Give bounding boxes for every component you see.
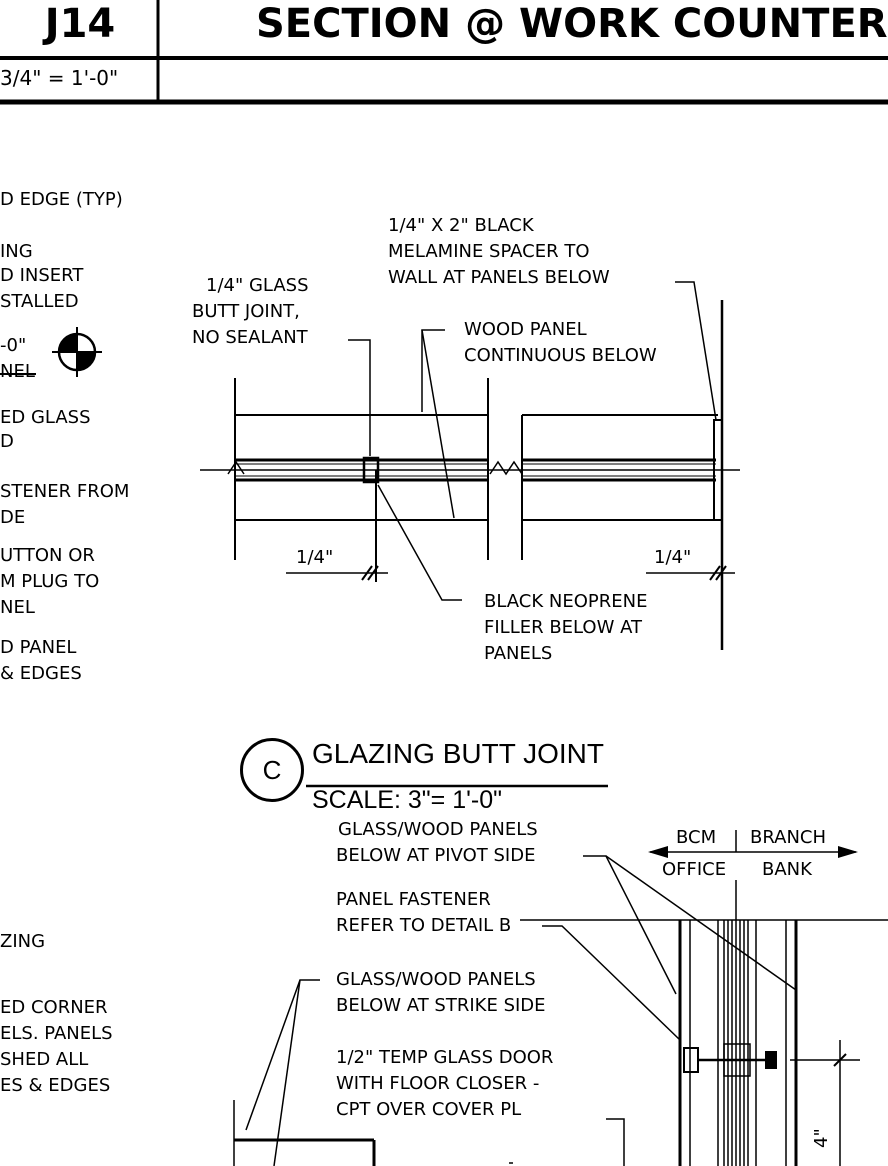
left-note: UTTON OR	[0, 545, 95, 566]
callout-line: REFER TO DETAIL B	[336, 915, 512, 936]
bcm-label: BCM	[676, 827, 717, 848]
callout-line: FILLER BELOW AT	[484, 617, 643, 638]
left-note: ED CORNER	[0, 997, 108, 1018]
callout-line: MELAMINE SPACER TO	[388, 241, 590, 262]
left-note: M PLUG TO	[0, 571, 100, 592]
callout-line: GLASS/WOOD PANELS	[336, 969, 536, 990]
left-note: & EDGES	[0, 663, 82, 684]
left-note: NEL	[0, 597, 35, 618]
callout-line: GLASS/WOOD PANELS	[338, 819, 538, 840]
callout-line: NO SEALANT	[192, 327, 308, 348]
left-note: ES & EDGES	[0, 1075, 111, 1096]
callout-line: CPT OVER COVER PL	[336, 1099, 522, 1120]
callout-line: BUTT JOINT,	[192, 301, 300, 322]
callout-line: BELOW AT PIVOT SIDE	[336, 845, 536, 866]
left-note: ING	[0, 241, 33, 262]
left-note: D	[0, 431, 14, 452]
left-note: ED GLASS	[0, 407, 91, 428]
branch-label: BRANCH	[750, 827, 827, 848]
sheet-title: SECTION @ WORK COUNTER	[256, 1, 888, 47]
detail-c-title: GLAZING BUTT JOINT	[312, 738, 604, 769]
dimension-right: 1/4"	[654, 547, 692, 568]
left-note: ZING	[0, 931, 46, 952]
callout-line: WITH FLOOR CLOSER -	[336, 1073, 540, 1094]
office-label: OFFICE	[662, 859, 727, 880]
callout-line: PANEL FASTENER	[336, 889, 491, 910]
left-note: D EDGE (TYP)	[0, 189, 123, 210]
callout-line: PANELS	[484, 643, 553, 664]
callout-line: BELOW AT STRIKE SIDE	[336, 995, 546, 1016]
left-note: STENER FROM	[0, 481, 130, 502]
sheet-id: J14	[44, 1, 116, 47]
callout-line: WOOD PANEL	[464, 319, 587, 340]
bank-label: BANK	[762, 859, 812, 880]
butt-joint-plan	[200, 281, 740, 650]
door-section-linework	[233, 830, 888, 1166]
left-note: ELS. PANELS	[0, 1023, 113, 1044]
section-marker-partial	[0, 327, 102, 377]
dimension-left: 1/4"	[296, 547, 334, 568]
detail-c-marker: C	[240, 738, 304, 802]
callout-line: 1/4" GLASS	[206, 275, 309, 296]
left-note: D INSERT	[0, 265, 84, 286]
callout-line: CONTINUOUS BELOW	[464, 345, 657, 366]
left-note: STALLED	[0, 291, 79, 312]
callout-line: 1/2" TEMP GLASS DOOR	[336, 1047, 554, 1068]
left-note: DE	[0, 507, 26, 528]
dimension-partial: 4"	[811, 1128, 832, 1148]
left-note: SHED ALL	[0, 1049, 89, 1070]
callout-line: WALL AT PANELS BELOW	[388, 267, 610, 288]
left-note: -0"	[0, 335, 27, 356]
sheet-scale: 3/4" = 1'-0"	[0, 66, 119, 90]
title-block-lines	[0, 0, 888, 105]
callout-line: BLACK NEOPRENE	[484, 591, 648, 612]
left-note: NEL	[0, 361, 35, 382]
detail-c-scale: SCALE: 3"= 1'-0"	[312, 786, 502, 814]
callout-line: 1/4" X 2" BLACK	[388, 215, 534, 236]
left-note: D PANEL	[0, 637, 77, 658]
